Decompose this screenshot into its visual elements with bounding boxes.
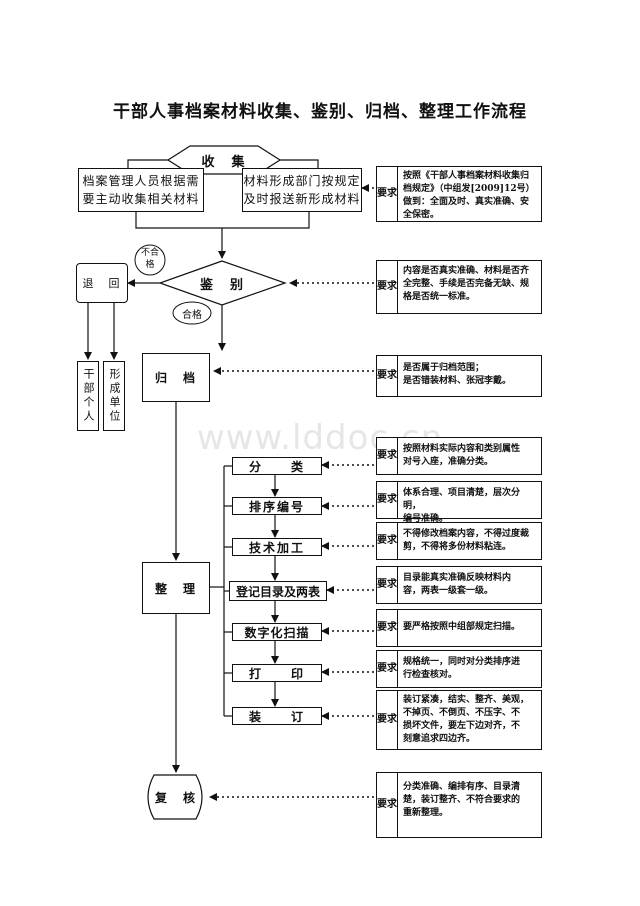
identify-label: 鉴 别 (199, 277, 245, 293)
requirement-printing: 要求 规格统一，同时对分类排序进 行检查核对。 (376, 650, 542, 688)
requirement-tag: 要求 (377, 610, 398, 646)
req-line: 不得修改档案内容，不得过度裁 (403, 529, 530, 539)
requirement-catalog: 要求 目录能真实准确反映材料内 容，两表一级套一级。 (376, 566, 542, 604)
req-line: 按照《干部人事档案材料收集归 (403, 171, 530, 181)
requirement-text: 按照《干部人事档案材料收集归 档规定》（中组发[2009]12号） 做到：全面及… (403, 170, 537, 222)
identify-node: 鉴 别 (160, 272, 285, 294)
page-title: 干部人事档案材料收集、鉴别、归档、整理工作流程 (113, 102, 527, 122)
step-printing: 打 印 (232, 664, 322, 682)
req-line: 做到：全面及时、真实准确、安 (403, 197, 530, 207)
return-target-unit: 形成单位 (103, 361, 125, 431)
pass-badge: 合格 (182, 310, 202, 321)
fail-badge-shape (134, 244, 166, 276)
collect-submit-line-1: 材料形成部门按规定 (243, 174, 361, 188)
requirement-tag: 要求 (377, 261, 398, 313)
req-line: 规格统一，同时对分类排序进 (403, 657, 521, 667)
return-label: 退 回 (82, 277, 122, 290)
req-line: 格是否统一标准。 (403, 292, 476, 302)
requirement-tag: 要求 (377, 691, 398, 749)
req-line: 全完整、手续是否完备无缺、规 (403, 279, 530, 289)
organize-label: 整 理 (154, 581, 197, 596)
requirement-tag: 要求 (377, 356, 398, 396)
requirement-archive: 要求 是否属于归档范围； 是否错装材料、张冠李戴。 (376, 355, 542, 397)
requirement-processing: 要求 不得修改档案内容，不得过度裁 剪，不得将多份材料粘连。 (376, 522, 542, 560)
collect-manual-line-1: 档案管理人员根据需 (82, 174, 200, 188)
requirement-tag: 要求 (377, 523, 398, 559)
requirement-binding: 要求 装订紧凑，结实、整齐、美观， 不掉页、不倒页、不压字、不 损坏文件，要左下… (376, 690, 542, 750)
review-label: 复 核 (154, 790, 197, 805)
requirement-tag: 要求 (377, 167, 398, 221)
step-scanning: 数字化扫描 (232, 623, 322, 641)
requirement-text: 装订紧凑，结实、整齐、美观， 不掉页、不倒页、不压字、不 损坏文件，要左下边对齐… (403, 694, 537, 746)
requirement-text: 体系合理、项目清楚，层次分明， 编号准确。 (403, 487, 537, 526)
step-binding: 装 订 (232, 707, 322, 725)
req-line: 刻意追求四边齐。 (403, 734, 476, 744)
requirement-text: 不得修改档案内容，不得过度裁 剪，不得将多份材料粘连。 (403, 528, 537, 554)
req-line: 容，两表一级套一级。 (403, 586, 494, 596)
requirement-identify: 要求 内容是否真实准确、材料是否齐 全完整、手续是否完备无缺、规 格是否统一标准… (376, 260, 542, 314)
req-line: 损坏文件，要左下边对齐，不 (403, 721, 521, 731)
requirement-text: 是否属于归档范围； 是否错装材料、张冠李戴。 (403, 362, 537, 388)
requirement-tag: 要求 (377, 651, 398, 687)
return-target-unit-label: 形成单位 (108, 368, 121, 424)
review-node-shape (147, 774, 203, 820)
organize-node: 整 理 (142, 562, 210, 614)
collect-label: 收 集 (201, 154, 247, 170)
req-line: 要严格按照中组部规定扫描。 (403, 622, 521, 632)
collect-submit-box: 材料形成部门按规定 及时报送新形成材料 (242, 168, 362, 212)
pass-badge-shape (172, 301, 212, 325)
requirement-text: 要严格按照中组部规定扫描。 (403, 621, 537, 634)
requirement-tag: 要求 (377, 567, 398, 603)
req-line: 编号准确。 (403, 514, 449, 524)
req-line: 对号入座，准确分类。 (403, 457, 494, 467)
step-processing: 技术加工 (232, 538, 322, 556)
req-line: 剪，不得将多份材料粘连。 (403, 542, 512, 552)
req-line: 档规定》（中组发[2009]12号） (403, 184, 535, 194)
return-target-individual-label: 干部个人 (82, 368, 95, 424)
return-box: 退 回 (76, 263, 128, 303)
req-line: 不掉页、不倒页、不压字、不 (403, 708, 521, 718)
collect-manual-box: 档案管理人员根据需 要主动收集相关材料 (78, 168, 204, 212)
requirement-review: 要求 分类准确、编排有序、目录清 楚，装订整齐、不符合要求的 重新整理。 (376, 772, 542, 838)
requirement-text: 规格统一，同时对分类排序进 行检查核对。 (403, 656, 537, 682)
requirement-tag: 要求 (377, 773, 398, 837)
req-line: 是否错装材料、张冠李戴。 (403, 376, 512, 386)
req-line: 装订紧凑，结实、整齐、美观， (403, 695, 530, 705)
collect-submit-line-2: 及时报送新形成材料 (243, 192, 361, 206)
req-line: 是否属于归档范围； (403, 363, 485, 373)
step-classify: 分 类 (232, 457, 322, 475)
archive-node: 归 档 (142, 353, 210, 402)
requirement-classify: 要求 按照材料实际内容和类别属性 对号入座，准确分类。 (376, 437, 542, 475)
req-line: 内容是否真实准确、材料是否齐 (403, 266, 530, 276)
collect-node: 收 集 (168, 146, 280, 174)
requirement-text: 分类准确、编排有序、目录清 楚，装订整齐、不符合要求的 重新整理。 (403, 781, 537, 820)
requirement-text: 目录能真实准确反映材料内 容，两表一级套一级。 (403, 572, 537, 598)
archive-label: 归 档 (154, 371, 197, 385)
step-catalog: 登记目录及两表 (229, 581, 327, 601)
req-line: 体系合理、项目清楚，层次分明， (403, 488, 521, 511)
requirement-text: 按照材料实际内容和类别属性 对号入座，准确分类。 (403, 443, 537, 469)
fail-badge: 不合 格 (135, 247, 165, 271)
requirement-collect: 要求 按照《干部人事档案材料收集归 档规定》（中组发[2009]12号） 做到：… (376, 166, 542, 222)
fail-label-1: 不合 (140, 248, 159, 258)
requirement-tag: 要求 (377, 482, 398, 518)
step-numbering: 排序编号 (232, 497, 322, 515)
requirement-text: 内容是否真实准确、材料是否齐 全完整、手续是否完备无缺、规 格是否统一标准。 (403, 265, 537, 304)
req-line: 全保密。 (403, 210, 440, 220)
req-line: 分类准确、编排有序、目录清 (403, 782, 521, 792)
return-target-individual: 干部个人 (77, 361, 99, 431)
req-line: 按照材料实际内容和类别属性 (403, 444, 521, 454)
req-line: 重新整理。 (403, 808, 449, 818)
requirement-tag: 要求 (377, 438, 398, 474)
collect-manual-line-2: 要主动收集相关材料 (82, 192, 200, 206)
requirement-scanning: 要求 要严格按照中组部规定扫描。 (376, 609, 542, 647)
req-line: 楚，装订整齐、不符合要求的 (403, 795, 521, 805)
req-line: 行检查核对。 (403, 670, 458, 680)
review-node: 复 核 (142, 775, 210, 819)
requirement-numbering: 要求 体系合理、项目清楚，层次分明， 编号准确。 (376, 481, 542, 524)
req-line: 目录能真实准确反映材料内 (403, 573, 512, 583)
fail-label-2: 格 (145, 260, 155, 270)
